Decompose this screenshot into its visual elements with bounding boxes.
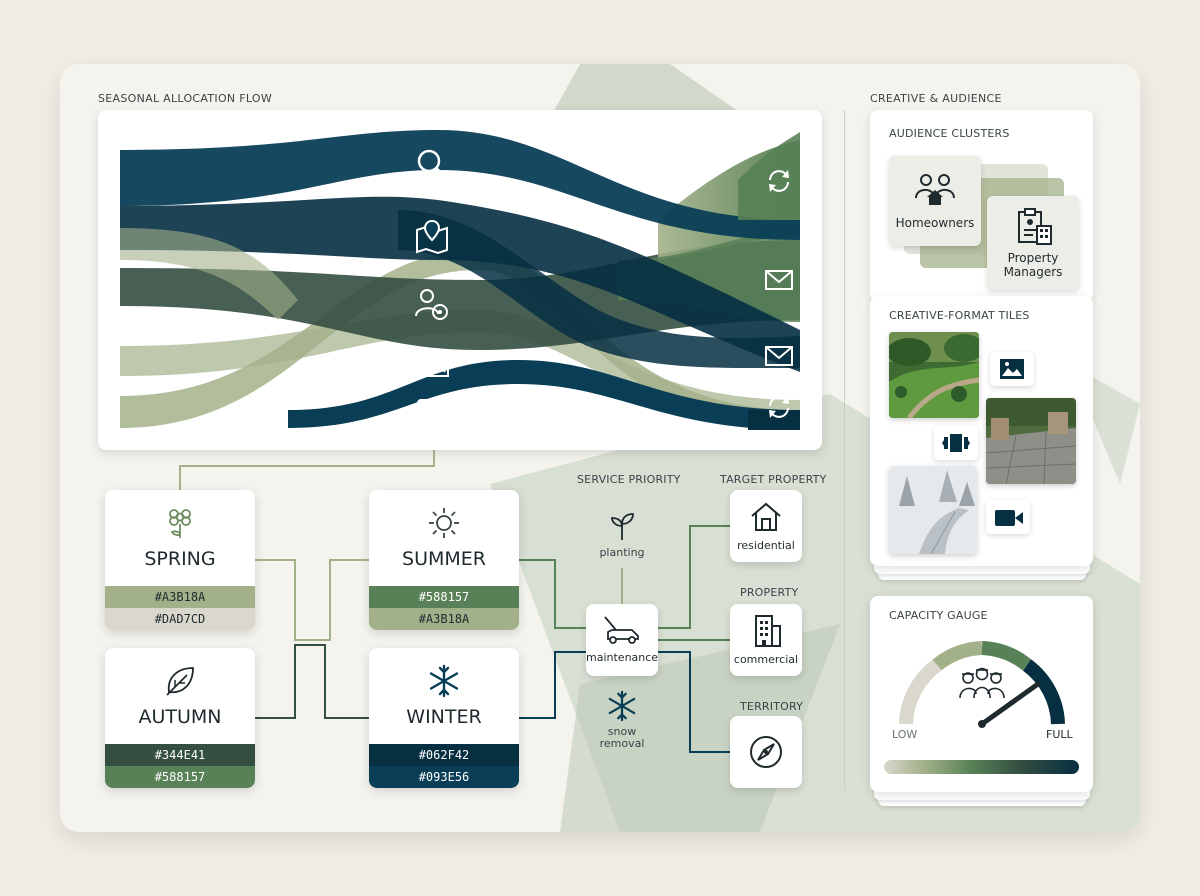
- house-icon: [751, 502, 781, 531]
- property-managers-cluster[interactable]: Property Managers: [987, 196, 1079, 290]
- season-card-summer[interactable]: SUMMER #588157 #A3B18A: [369, 490, 519, 630]
- maintenance-label: maintenance: [586, 651, 659, 664]
- color-swatch: #093E56: [369, 766, 519, 788]
- video-icon: [417, 399, 447, 423]
- property-title: PROPERTY: [740, 586, 799, 599]
- planting-label: planting: [599, 546, 645, 559]
- image-icon[interactable]: [990, 352, 1034, 386]
- capacity-gauge-title: CAPACITY GAUGE: [889, 609, 988, 622]
- color-swatch: #A3B18A: [369, 608, 519, 630]
- capacity-gauge: [899, 641, 1065, 728]
- season-name: SUMMER: [402, 548, 486, 570]
- season-card-spring[interactable]: SPRING #A3B18A #DAD7CD: [105, 490, 255, 630]
- color-swatch: #588157: [105, 766, 255, 788]
- snowflake-icon: [608, 690, 636, 722]
- creative-section-title: CREATIVE & AUDIENCE: [870, 92, 1002, 105]
- user-targeting-icon: [415, 289, 448, 320]
- commercial-label: commercial: [733, 653, 799, 666]
- patio-image: [986, 398, 1076, 484]
- office-building-icon: [755, 615, 781, 647]
- season-name: SPRING: [144, 548, 216, 570]
- family-home-icon: [915, 174, 955, 205]
- sun-icon: [429, 508, 459, 538]
- carousel-icon[interactable]: [934, 426, 978, 460]
- section-divider: [844, 110, 845, 790]
- territory-node[interactable]: [730, 716, 802, 788]
- residential-node[interactable]: residential: [730, 490, 802, 562]
- target-property-title: TARGET PROPERTY: [720, 473, 827, 486]
- local-map-icon: [416, 219, 448, 254]
- color-swatch: #A3B18A: [105, 586, 255, 608]
- color-swatch: #344E41: [105, 744, 255, 766]
- season-name: WINTER: [406, 706, 482, 728]
- homeowners-cluster[interactable]: Homeowners: [889, 156, 981, 246]
- snow-image: [889, 466, 977, 554]
- maintenance-node[interactable]: maintenance: [586, 604, 658, 676]
- snow-removal-label: snow removal: [599, 725, 645, 750]
- creative-format-title: CREATIVE-FORMAT TILES: [889, 309, 1030, 322]
- email-icon: [765, 270, 793, 290]
- flow-section-title: SEASONAL ALLOCATION FLOW: [98, 92, 273, 105]
- flower-icon: [169, 509, 191, 538]
- capacity-gauge-card: CAPACITY GAUGE LOW FULL: [870, 596, 1093, 792]
- sprout-icon: [611, 513, 634, 540]
- crew-icon: [959, 667, 1005, 699]
- lawn-image: [889, 332, 979, 418]
- snowflake-icon: [429, 664, 459, 698]
- gauge-low-label: LOW: [892, 728, 918, 741]
- allocation-flow-chart: [98, 110, 822, 450]
- residential-label: residential: [737, 539, 795, 552]
- snow-driveway-photo[interactable]: [889, 466, 977, 554]
- homeowners-label: Homeowners: [895, 216, 975, 230]
- season-name: AUTUMN: [138, 706, 222, 728]
- email-icon: [765, 346, 793, 366]
- season-card-winter[interactable]: WINTER #062F42 #093E56: [369, 648, 519, 788]
- territory-title: TERRITORY: [740, 700, 804, 713]
- patio-photo[interactable]: [986, 398, 1076, 484]
- audience-clusters-card: AUDIENCE CLUSTERS Homeowners Property Ma…: [870, 110, 1093, 302]
- color-swatch: #588157: [369, 586, 519, 608]
- compass-icon: [750, 736, 782, 768]
- video-camera-icon[interactable]: [986, 500, 1030, 534]
- search-icon: [417, 149, 448, 180]
- lawn-photo[interactable]: [889, 332, 979, 418]
- audience-clusters-title: AUDIENCE CLUSTERS: [889, 127, 1010, 140]
- season-card-autumn[interactable]: AUTUMN #344E41 #588157: [105, 648, 255, 788]
- commercial-node[interactable]: commercial: [730, 604, 802, 676]
- service-priority-title: SERVICE PRIORITY: [577, 473, 681, 486]
- image-ad-icon: [415, 351, 449, 377]
- refresh-icon: [769, 170, 789, 192]
- gauge-full-label: FULL: [1046, 728, 1073, 741]
- refresh-icon: [769, 396, 789, 418]
- capacity-bar: [884, 760, 1079, 774]
- color-swatch: #DAD7CD: [105, 608, 255, 630]
- flow-ribbons: [120, 130, 800, 430]
- clipboard-building-icon: [1018, 208, 1052, 245]
- gauge-needle: [979, 681, 1041, 727]
- creative-format-card: CREATIVE-FORMAT TILES: [870, 296, 1093, 566]
- color-swatch: #062F42: [369, 744, 519, 766]
- lawn-mower-icon: [604, 616, 639, 644]
- leaf-icon: [166, 667, 194, 696]
- property-managers-label: Property Managers: [1003, 251, 1063, 279]
